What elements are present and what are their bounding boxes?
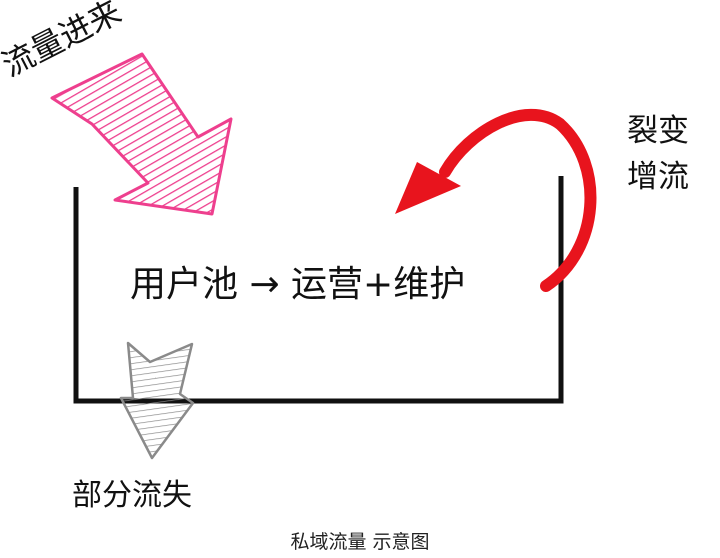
inflow-arrow	[50, 52, 233, 216]
diagram-caption: 私域流量 示意图	[290, 531, 430, 553]
fission-arrow	[395, 108, 597, 292]
outflow-arrow	[119, 341, 195, 460]
fission-label-line2: 增流	[627, 159, 689, 195]
traffic-loss-label: 部分流失	[72, 478, 192, 513]
fission-label: 裂变 增流	[618, 108, 698, 200]
fission-label-line1: 裂变	[627, 113, 689, 149]
pool-flow-label: 用户池 → 运营+维护	[130, 264, 466, 305]
pool-container-outline	[73, 176, 564, 404]
